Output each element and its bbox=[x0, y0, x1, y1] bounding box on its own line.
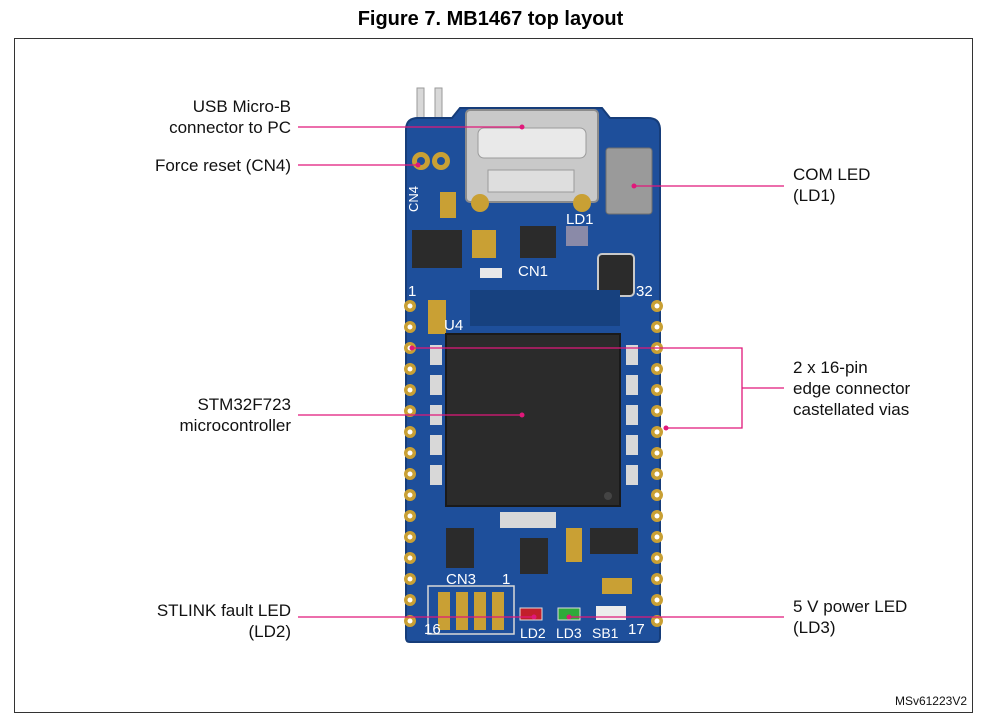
silk-pin17: 17 bbox=[628, 621, 645, 638]
callout-stlink-led: STLINK fault LED (LD2) bbox=[156, 601, 291, 641]
silk-sb1: SB1 bbox=[592, 625, 619, 641]
callout-dots bbox=[409, 124, 669, 620]
silk-ld1: LD1 bbox=[566, 211, 594, 228]
com-led-component bbox=[605, 147, 653, 215]
cn3-connector bbox=[427, 585, 515, 635]
figure-title: Figure 7. MB1467 top layout bbox=[357, 8, 624, 30]
callout-lines bbox=[298, 126, 784, 618]
silk-pin1: 1 bbox=[408, 283, 416, 300]
silk-cn3: CN3 bbox=[446, 571, 476, 588]
callout-mcu: STM32F723 microcontroller bbox=[179, 395, 291, 435]
callout-power-led: 5 V power LED (LD3) bbox=[793, 597, 908, 637]
silk-cn4: CN4 bbox=[406, 186, 421, 212]
stlink-fault-led bbox=[519, 607, 543, 621]
silk-pin16: 16 bbox=[424, 621, 441, 638]
figure-reference: MSv61223V2 bbox=[894, 694, 967, 708]
silk-u4: U4 bbox=[444, 317, 463, 334]
usb-connector bbox=[465, 109, 599, 212]
callout-com-led: COM LED (LD1) bbox=[793, 165, 871, 205]
side-passives bbox=[430, 345, 638, 485]
silk-cn1: CN1 bbox=[518, 263, 548, 280]
silk-ld3: LD3 bbox=[556, 625, 582, 641]
callout-reset: Force reset (CN4) bbox=[154, 156, 291, 175]
silk-cn3-pin1: 1 bbox=[502, 571, 510, 588]
mcu-chip bbox=[445, 333, 621, 507]
callout-edge-connector: 2 x 16-pin edge connector castellated vi… bbox=[793, 358, 911, 419]
silk-pin32: 32 bbox=[636, 283, 653, 300]
callout-usb: USB Micro-B connector to PC bbox=[169, 97, 291, 137]
sb1-jumper bbox=[596, 606, 626, 620]
bottom-components bbox=[446, 512, 638, 594]
top-passives bbox=[412, 192, 635, 334]
silk-ld2: LD2 bbox=[520, 625, 546, 641]
